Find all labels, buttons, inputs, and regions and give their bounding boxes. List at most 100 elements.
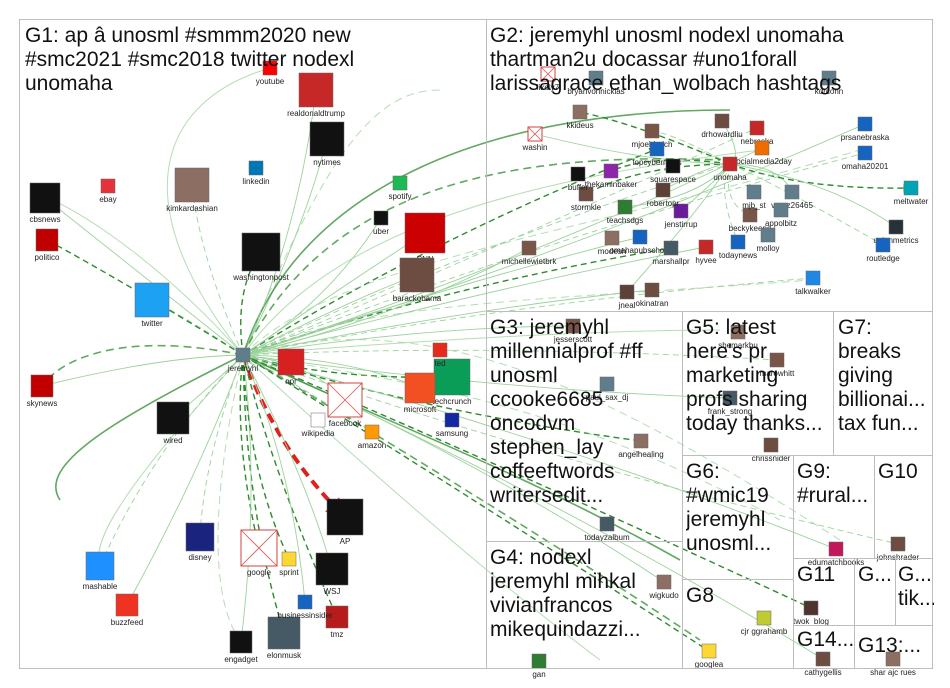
node-image-barackobama[interactable] xyxy=(399,257,435,293)
node-varez26465[interactable]: varez26465 xyxy=(771,184,813,210)
node-ap[interactable]: AP xyxy=(326,498,364,546)
node-image-angelhealing[interactable] xyxy=(633,433,649,449)
node-image-frank_strong[interactable] xyxy=(722,390,738,406)
node-edumatchbooks[interactable]: edumatchbooks xyxy=(808,541,864,567)
node-johnshrader[interactable]: johnshrader xyxy=(876,536,920,562)
node-image-twitter[interactable] xyxy=(134,282,170,318)
node-image-twok_blog[interactable] xyxy=(803,600,819,616)
node-marshallpr[interactable]: marshallpr xyxy=(652,240,690,266)
node-image-linkedin[interactable] xyxy=(248,160,264,176)
node-linkedin[interactable]: linkedin xyxy=(242,160,270,186)
node-nytimes[interactable]: nytimes xyxy=(309,121,345,167)
node-image-wired[interactable] xyxy=(156,401,190,435)
node-image-shemarkbu[interactable] xyxy=(730,324,746,340)
node-paul_sax_dj[interactable]: paul_sax_dj xyxy=(586,376,629,402)
node-image-prsanebraska[interactable] xyxy=(857,116,873,132)
node-image-buffer[interactable] xyxy=(570,166,586,182)
node-appolbitz[interactable]: appolbitz xyxy=(765,202,797,228)
node-image-paul_sax_dj[interactable] xyxy=(599,376,615,392)
node-cjr_ggrahamb[interactable]: cjr ggrahamb xyxy=(741,610,788,636)
node-sprint[interactable]: sprint xyxy=(279,551,300,577)
node-beckykeene[interactable]: beckykeene xyxy=(729,207,772,233)
node-samsung[interactable]: samsung xyxy=(436,412,468,438)
node-todaynews[interactable]: todaynews xyxy=(719,234,757,260)
node-marowhitt[interactable]: marowhitt xyxy=(760,352,795,378)
node-image-talkwalker[interactable] xyxy=(805,270,821,286)
node-image-marshallpr[interactable] xyxy=(663,240,679,256)
node-cbsnews[interactable]: cbsnews xyxy=(29,182,61,224)
node-google[interactable]: google xyxy=(240,529,278,577)
node-image-omaha20201[interactable] xyxy=(857,145,873,161)
node-image-modesh[interactable] xyxy=(604,230,620,246)
node-washin[interactable]: washin xyxy=(522,126,548,152)
node-prsanebraska[interactable]: prsanebraska xyxy=(841,116,890,142)
node-hyvee[interactable]: hyvee xyxy=(695,239,717,265)
node-image-wikipedia[interactable] xyxy=(310,412,326,428)
node-image-todayzalbum[interactable] xyxy=(599,516,615,532)
node-image-cathygellis[interactable] xyxy=(815,651,831,667)
node-image-molloy[interactable] xyxy=(760,227,776,243)
node-cathygellis[interactable]: cathygellis xyxy=(804,651,842,677)
node-realdonaldtrump[interactable]: realdonaldtrump xyxy=(287,72,345,118)
node-image-jenstirrup[interactable] xyxy=(673,203,689,219)
node-image-chrissnider[interactable] xyxy=(763,437,779,453)
node-image-stormkle[interactable] xyxy=(578,186,594,202)
node-image-wigkudo[interactable] xyxy=(656,574,672,590)
node-thekaminbaker[interactable]: thekaminbaker xyxy=(585,163,638,189)
node-image-socialmedia2day[interactable] xyxy=(754,140,770,156)
node-image-npr[interactable] xyxy=(277,348,305,376)
node-image-engadget[interactable] xyxy=(229,630,253,654)
node-buzzfeed[interactable]: buzzfeed xyxy=(111,593,143,627)
node-image-teachsdgs[interactable] xyxy=(617,199,633,215)
node-image-ebay[interactable] xyxy=(100,178,116,194)
node-image-sharajues[interactable] xyxy=(885,651,901,667)
node-modesh[interactable]: modesh xyxy=(598,230,626,256)
node-frank_strong[interactable]: frank_strong xyxy=(708,390,752,416)
node-image-marowhitt[interactable] xyxy=(769,352,785,368)
node-elonmusk[interactable]: elonmusk xyxy=(267,616,302,660)
node-image-uber[interactable] xyxy=(373,210,389,226)
node-image-unomaha[interactable] xyxy=(722,156,738,172)
node-image-wsj[interactable] xyxy=(315,552,349,586)
node-image-ap[interactable] xyxy=(326,498,364,536)
node-meltwater[interactable]: meltwater xyxy=(894,180,929,206)
node-image-cnn[interactable] xyxy=(404,212,446,254)
node-michellewietbrk[interactable]: michellewietbrk xyxy=(502,240,558,266)
node-kkideus[interactable]: kkideus xyxy=(566,104,594,130)
node-image-mashable[interactable] xyxy=(85,551,115,581)
node-image-robertopr[interactable] xyxy=(655,182,671,198)
node-image-samsung[interactable] xyxy=(444,412,460,428)
node-routledge[interactable]: routledge xyxy=(866,237,900,263)
node-unomaha[interactable]: unomaha xyxy=(713,156,747,182)
node-image-youtube[interactable] xyxy=(262,60,278,76)
node-bryanvonnicklas[interactable]: bryanvonnicklas xyxy=(567,70,625,96)
node-image-skynews[interactable] xyxy=(30,374,54,398)
node-image-hyvee[interactable] xyxy=(698,239,714,255)
node-robertopr[interactable]: robertopr xyxy=(647,182,680,208)
node-image-nebraska[interactable] xyxy=(749,120,765,136)
node-image-appolbitz[interactable] xyxy=(773,202,789,218)
node-image-tmz[interactable] xyxy=(325,605,349,629)
node-image-businessinsider[interactable] xyxy=(297,594,313,610)
node-stormkle[interactable]: stormkle xyxy=(571,186,602,212)
node-image-politico[interactable] xyxy=(35,228,59,252)
node-socialmedia2day[interactable]: socialmedia2day xyxy=(732,140,792,166)
node-likely7[interactable]: likely7 xyxy=(537,66,560,92)
node-molloy[interactable]: molloy xyxy=(756,227,780,253)
node-image-drhowardliu[interactable] xyxy=(714,113,730,129)
node-image-elonmusk[interactable] xyxy=(267,616,301,650)
node-image-sprint[interactable] xyxy=(281,551,297,567)
node-npr[interactable]: npr xyxy=(277,348,305,386)
node-ted[interactable]: ted xyxy=(432,342,448,368)
node-jneal[interactable]: jneal xyxy=(618,284,636,310)
node-image-unionmetrics[interactable] xyxy=(888,219,904,235)
node-image-disney[interactable] xyxy=(185,522,215,552)
node-facebook[interactable]: facebook xyxy=(327,382,363,428)
node-politico[interactable]: politico xyxy=(35,228,60,262)
node-sharajues[interactable]: shar ajc rues xyxy=(870,651,916,677)
node-image-jesserscott[interactable] xyxy=(565,318,581,334)
node-image-okinatran[interactable] xyxy=(644,282,660,298)
node-image-jneal[interactable] xyxy=(619,284,635,300)
node-businessinsider[interactable]: businessinsider xyxy=(277,594,333,620)
node-shemarkbu[interactable]: shemarkbu xyxy=(718,324,758,350)
